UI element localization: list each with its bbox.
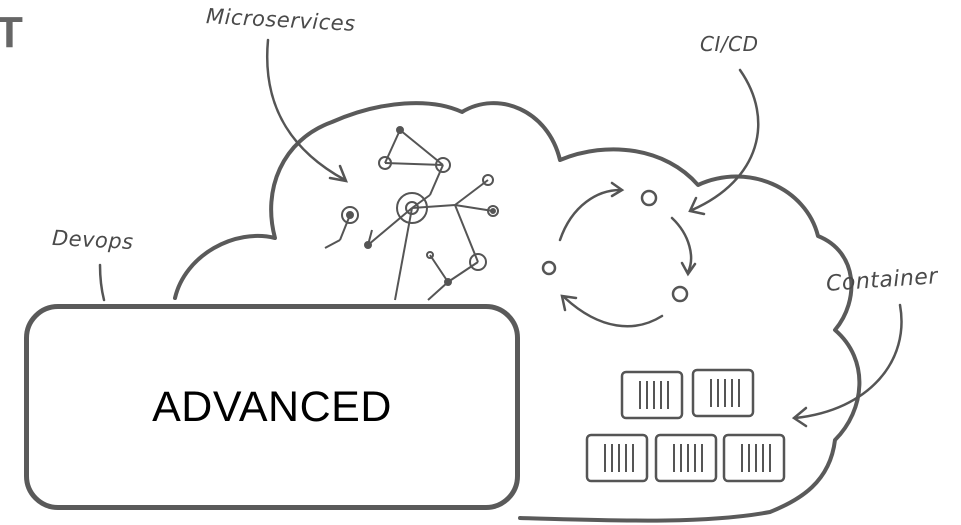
cicd-label: CI/CD [700,32,759,56]
container-boxes-icon [585,368,786,483]
cicd-cycle-icon [541,181,697,328]
corner-text-fragment: T [0,8,23,57]
advanced-badge: ADVANCED [24,304,520,510]
microservices-graph-icon [324,126,499,301]
arrow-icon [98,38,903,428]
advanced-badge-text: ADVANCED [152,382,392,431]
devops-label: Devops [51,225,135,255]
